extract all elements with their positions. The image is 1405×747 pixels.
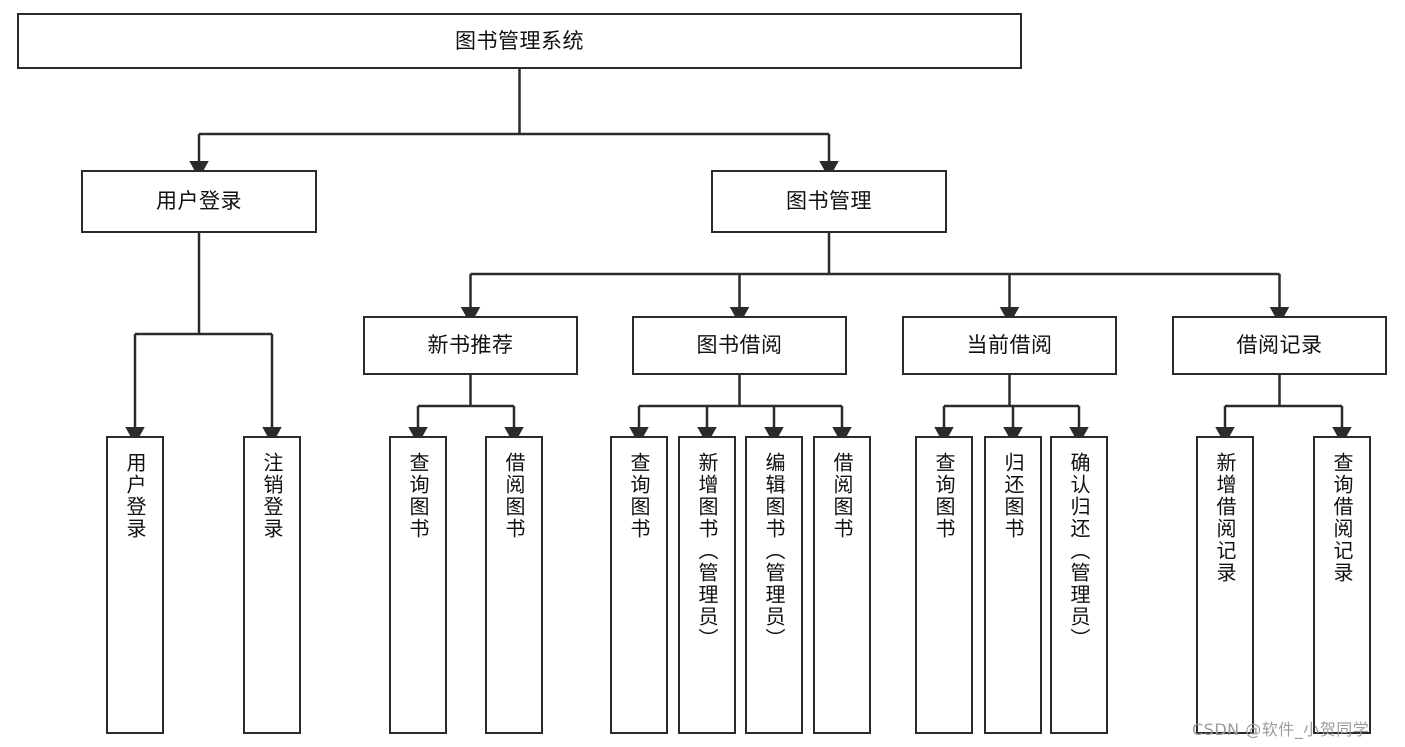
node-box-leaf-login-1[interactable]: 用户登录 [106,436,164,734]
node-label-leaf-current-2: 归还图书 [1001,452,1025,540]
node-label-leaf-current-1: 查询图书 [932,452,956,540]
node-box-leaf-current-2[interactable]: 归还图书 [984,436,1042,734]
node-box-leaf-borrow-3[interactable]: 编辑图书（管理员） [745,436,803,734]
node-label-borrow: 图书借阅 [696,333,783,358]
node-box-bookmgmt[interactable]: 图书管理 [711,170,947,233]
node-box-root[interactable]: 图书管理系统 [17,13,1022,69]
node-box-login[interactable]: 用户登录 [81,170,317,233]
node-box-current[interactable]: 当前借阅 [902,316,1117,375]
node-label-leaf-borrow-3: 编辑图书（管理员） [762,452,786,650]
node-label-leaf-records-1: 新增借阅记录 [1213,452,1237,584]
node-box-newbooks[interactable]: 新书推荐 [363,316,578,375]
node-label-records: 借阅记录 [1236,333,1323,358]
node-box-leaf-new-1[interactable]: 查询图书 [389,436,447,734]
node-box-borrow[interactable]: 图书借阅 [632,316,847,375]
node-box-leaf-records-1[interactable]: 新增借阅记录 [1196,436,1254,734]
node-label-leaf-new-2: 借阅图书 [502,452,526,540]
node-box-leaf-current-3[interactable]: 确认归还（管理员） [1050,436,1108,734]
node-box-leaf-borrow-1[interactable]: 查询图书 [610,436,668,734]
node-label-leaf-new-1: 查询图书 [406,452,430,540]
node-label-leaf-borrow-4: 借阅图书 [830,452,854,540]
node-box-records[interactable]: 借阅记录 [1172,316,1387,375]
node-label-bookmgmt: 图书管理 [786,189,872,214]
node-label-current: 当前借阅 [966,333,1053,358]
csdn-watermark: CSDN @软件_小贺同学 [1192,720,1370,739]
node-box-leaf-borrow-2[interactable]: 新增图书（管理员） [678,436,736,734]
node-box-leaf-current-1[interactable]: 查询图书 [915,436,973,734]
edge-layer [125,69,1352,445]
node-box-leaf-login-2[interactable]: 注销登录 [243,436,301,734]
node-label-leaf-borrow-2: 新增图书（管理员） [695,452,719,650]
node-label-root: 图书管理系统 [455,28,584,53]
node-label-leaf-current-3: 确认归还（管理员） [1067,452,1091,650]
node-label-login: 用户登录 [156,189,242,214]
node-label-leaf-borrow-1: 查询图书 [627,452,651,540]
node-label-leaf-login-1: 用户登录 [123,452,147,540]
node-label-leaf-records-2: 查询借阅记录 [1330,452,1354,584]
node-label-newbooks: 新书推荐 [427,333,514,358]
node-box-leaf-borrow-4[interactable]: 借阅图书 [813,436,871,734]
node-box-leaf-records-2[interactable]: 查询借阅记录 [1313,436,1371,734]
node-label-leaf-login-2: 注销登录 [260,452,284,540]
node-box-leaf-new-2[interactable]: 借阅图书 [485,436,543,734]
